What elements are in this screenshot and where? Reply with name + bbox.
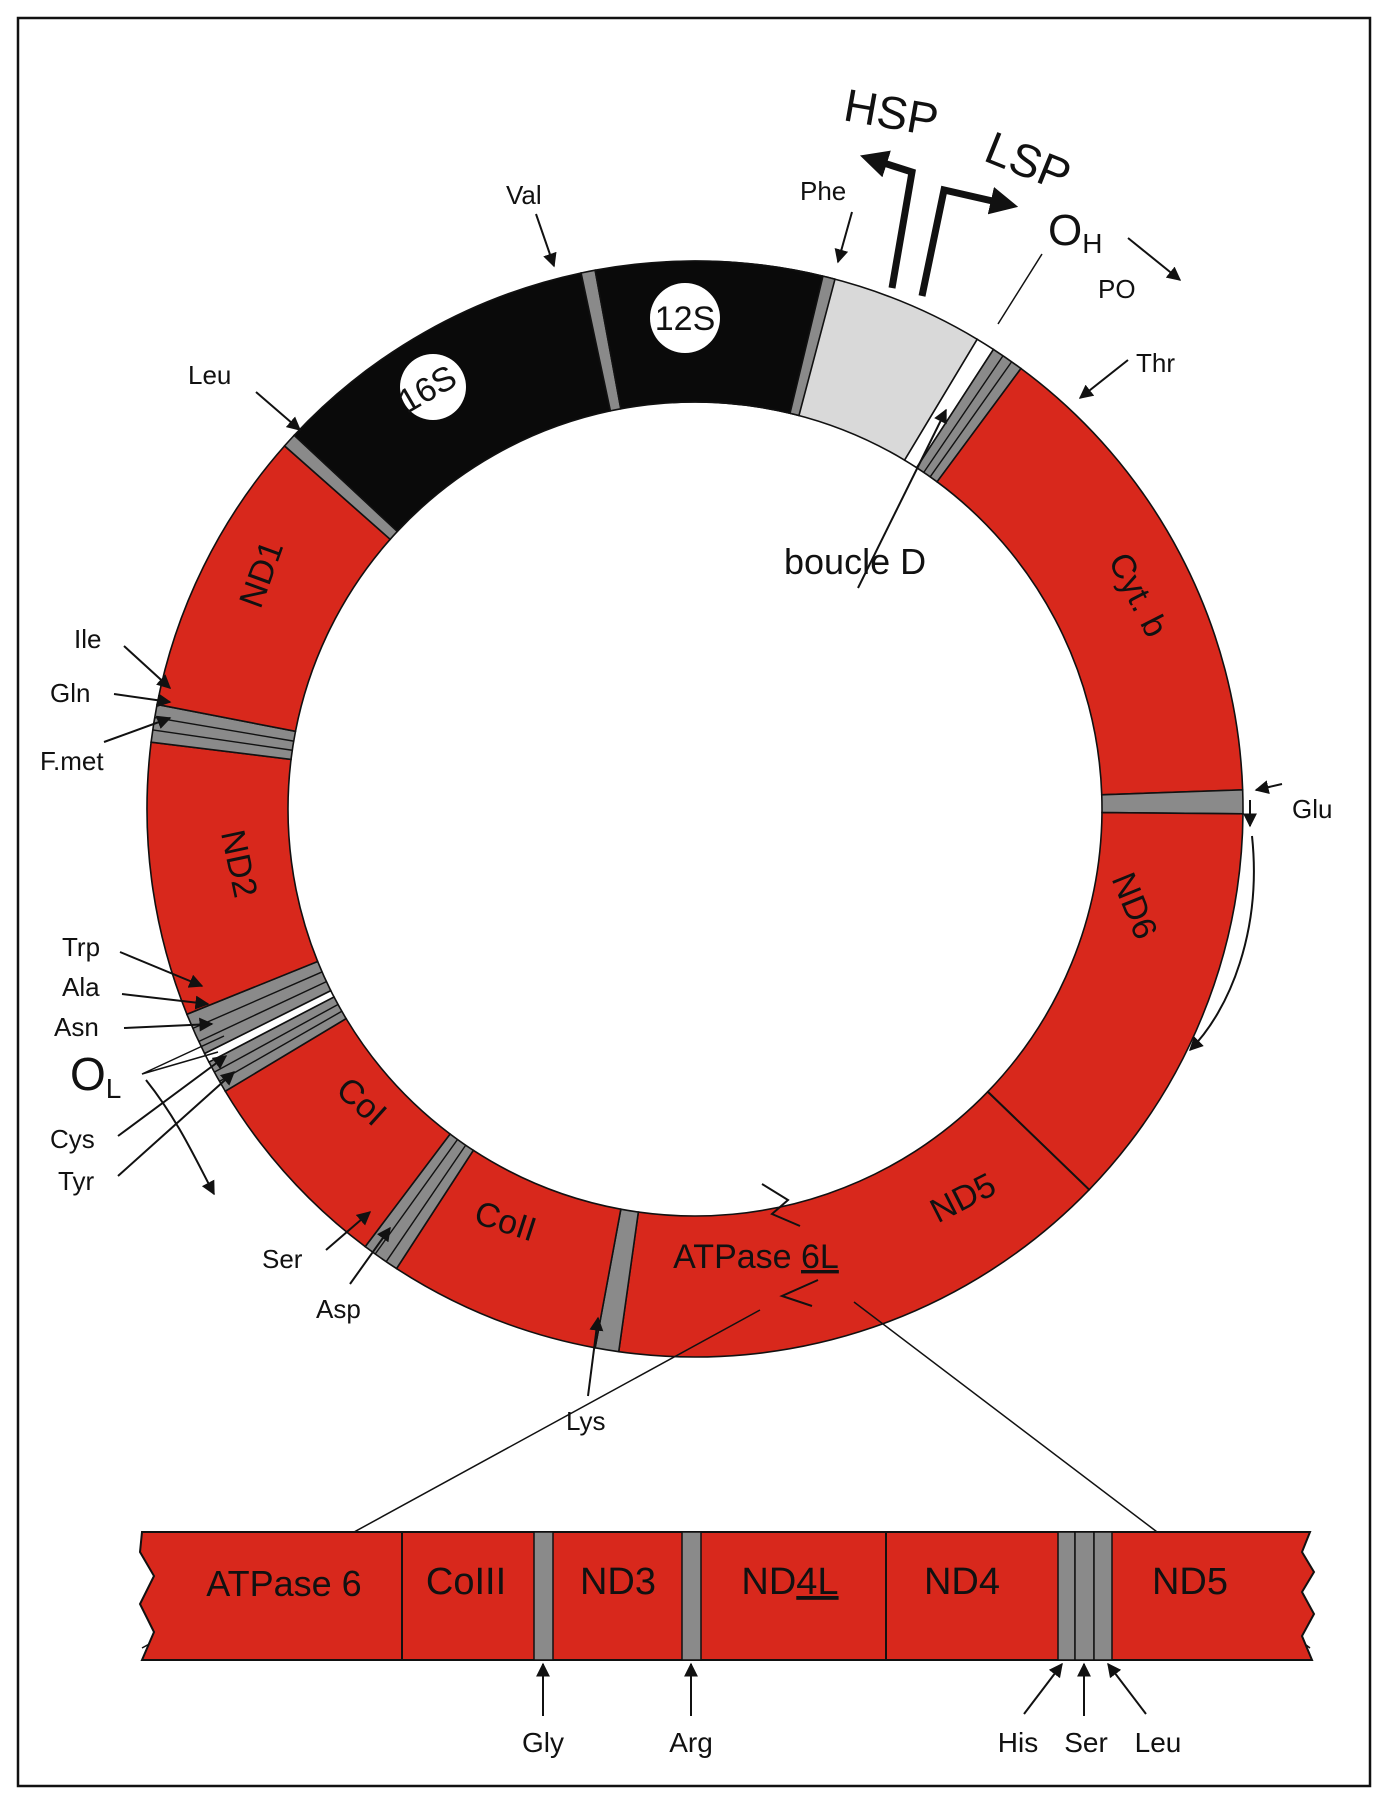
po-label: PO bbox=[1098, 274, 1136, 304]
strip-trna-label-arg: Arg bbox=[669, 1727, 713, 1758]
ring-trna-annotations: Val Phe Leu Thr Ile Gln F.met Glu Trp Al… bbox=[40, 176, 1332, 1436]
strip-label-coiii: CoIII bbox=[426, 1561, 506, 1603]
circular-genome bbox=[146, 260, 1244, 1358]
strip-gene-labels: ATPase 6 CoIII ND3 ND4L ND4 ND5 bbox=[206, 1561, 1228, 1604]
trna-label-fmet: F.met bbox=[40, 746, 104, 776]
trna-label-val: Val bbox=[506, 180, 542, 210]
strip-trna-arrow-leu bbox=[1107, 1662, 1147, 1715]
trna-arrow-tyr bbox=[117, 1071, 236, 1177]
trna-band-phe bbox=[789, 275, 836, 417]
dloop-pointer bbox=[857, 408, 947, 589]
strip-trna-arrow-his bbox=[1023, 1662, 1063, 1715]
trna-stripe-4 bbox=[385, 1144, 467, 1263]
trna-stripe-7 bbox=[213, 1003, 339, 1073]
po-direction-arrow bbox=[1127, 237, 1182, 281]
trna-arrow-cys bbox=[117, 1055, 228, 1137]
trna-label-cys: Cys bbox=[50, 1124, 95, 1154]
ol-bracket bbox=[141, 1035, 225, 1075]
lsp-arrow bbox=[918, 185, 1019, 297]
rrna-12s-badge bbox=[650, 283, 720, 353]
trna-arrow-val bbox=[535, 213, 557, 268]
ol-direction-arrow bbox=[145, 1079, 215, 1196]
trna-label-lys: Lys bbox=[566, 1406, 606, 1436]
trna-label-tyr: Tyr bbox=[58, 1166, 94, 1196]
hsp-arrow bbox=[859, 150, 916, 289]
hsp-label: HSP bbox=[840, 79, 942, 147]
rrna-12s-label: 12S bbox=[655, 300, 716, 338]
trna-label-ser: Ser bbox=[262, 1244, 303, 1274]
trna-arrow-lys bbox=[587, 1316, 604, 1397]
trna-label-leu: Leu bbox=[188, 360, 231, 390]
strip-trna-label-ser: Ser bbox=[1064, 1727, 1108, 1758]
strip-body bbox=[138, 1531, 1316, 1661]
trna-arrow-thr bbox=[1078, 359, 1129, 399]
trna-arrow-ile bbox=[123, 645, 172, 689]
trna-label-ile: Ile bbox=[74, 624, 101, 654]
strip-trna-band-gly bbox=[533, 1531, 554, 1661]
trna-arrow-fmet bbox=[103, 715, 172, 743]
gene-segment-nd5-atpase6l bbox=[617, 1090, 1091, 1358]
oh-label: OH bbox=[1048, 206, 1102, 259]
strip-label-atpase6: ATPase 6 bbox=[206, 1563, 361, 1604]
trna-label-gln: Gln bbox=[50, 678, 90, 708]
trna-arrow-gln bbox=[113, 693, 172, 708]
trna-stripe-2 bbox=[152, 729, 293, 751]
trna-band-glu bbox=[1100, 789, 1244, 815]
lsp-label: LSP bbox=[978, 121, 1078, 202]
trna-stripe-6 bbox=[219, 1010, 343, 1082]
trna-label-asn: Asn bbox=[54, 1012, 99, 1042]
trna-label-thr: Thr bbox=[1136, 348, 1175, 378]
trna-label-ala: Ala bbox=[62, 972, 100, 1002]
trna-label-asp: Asp bbox=[316, 1294, 361, 1324]
atpase6l-break-mark-top bbox=[761, 1183, 801, 1227]
strip-trna-annotations: Gly Arg His Ser Leu bbox=[522, 1662, 1182, 1758]
trna-arrow-ser bbox=[325, 1211, 372, 1251]
strip-trna-band-leu bbox=[1093, 1531, 1113, 1661]
trna-arrow-phe bbox=[834, 211, 853, 264]
rrna-16s-badge bbox=[400, 354, 466, 420]
trna-arrow-asp bbox=[349, 1226, 391, 1285]
strip-trna-label-gly: Gly bbox=[522, 1727, 564, 1758]
linear-segment-strip bbox=[138, 1531, 1316, 1661]
nd6-direction-arrow bbox=[1189, 835, 1255, 1051]
strip-trna-label-leu: Leu bbox=[1135, 1727, 1182, 1758]
trna-stripe-9 bbox=[192, 971, 323, 1030]
divider-nd6-nd5 bbox=[987, 1091, 1090, 1191]
trna-arrow-ala bbox=[121, 993, 210, 1010]
strip-trna-band-arg bbox=[681, 1531, 702, 1661]
trna-label-glu: Glu bbox=[1292, 794, 1332, 824]
trna-stripe-8 bbox=[198, 981, 327, 1043]
trna-arrow-glu bbox=[1254, 780, 1283, 794]
trna-arrow-asn bbox=[123, 1017, 214, 1032]
strip-trna-label-his: His bbox=[998, 1727, 1038, 1758]
trna-stripe-1 bbox=[929, 361, 1013, 478]
strip-label-nd4l: ND4L bbox=[741, 1561, 838, 1603]
trna-stripe-0 bbox=[923, 355, 1004, 473]
trna-arrow-trp bbox=[119, 951, 204, 988]
strip-label-nd5: ND5 bbox=[1152, 1561, 1228, 1603]
trna-label-trp: Trp bbox=[62, 932, 100, 962]
trna-stripe-3 bbox=[154, 716, 294, 742]
trna-label-phe: Phe bbox=[800, 176, 846, 206]
atpase6l-break-mark-bottom bbox=[779, 1279, 819, 1307]
gene-label-atpase6l: ATPase 6L bbox=[673, 1238, 839, 1276]
rrna-badges: 16S 12S bbox=[392, 283, 720, 421]
strip-label-nd4: ND4 bbox=[924, 1561, 1000, 1603]
strip-trna-band-his bbox=[1057, 1531, 1076, 1661]
gene-segment-cytb bbox=[935, 367, 1244, 796]
strip-label-nd3: ND3 bbox=[580, 1561, 656, 1603]
strip-trna-band-ser bbox=[1074, 1531, 1095, 1661]
oh-pointer bbox=[997, 253, 1043, 325]
trna-arrow-leu bbox=[255, 391, 302, 431]
ol-label: OL bbox=[70, 1048, 121, 1104]
figure-frame bbox=[16, 16, 1372, 1788]
dloop-label: boucle D bbox=[784, 541, 926, 582]
